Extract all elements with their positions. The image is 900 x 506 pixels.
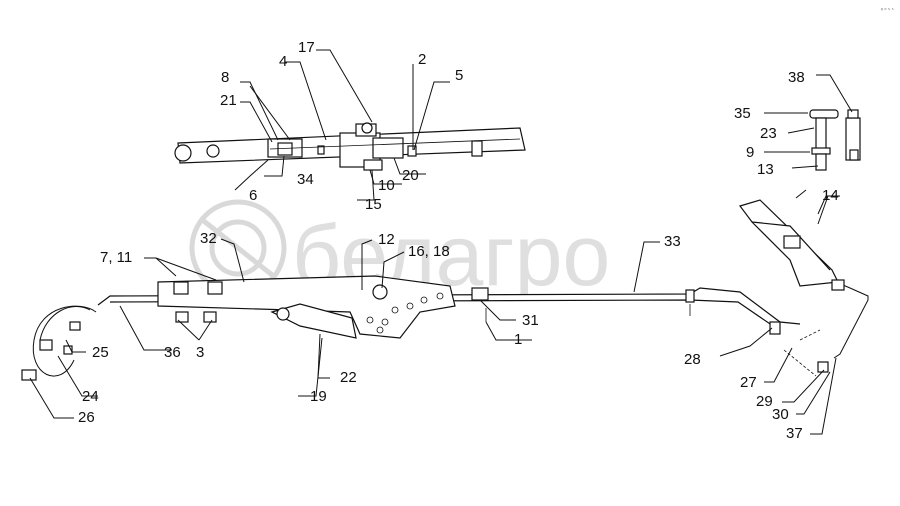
- callout-36: 36: [164, 344, 181, 361]
- callout-14: 14: [822, 187, 839, 204]
- callout-labels: 17 4 2 5 8 21 34 6 10 20 15 38 35 23 9 1…: [78, 39, 839, 442]
- callout-25: 25: [92, 344, 109, 361]
- callout-9: 9: [746, 144, 754, 161]
- callout-17: 17: [298, 39, 315, 56]
- callout-38: 38: [788, 69, 805, 86]
- callout-23: 23: [760, 125, 777, 142]
- upper-drawbar-detail: [174, 122, 526, 171]
- callout-4: 4: [279, 53, 287, 70]
- callout-27: 27: [740, 374, 757, 391]
- callout-13: 13: [757, 161, 774, 178]
- callout-30: 30: [772, 406, 789, 423]
- callout-32: 32: [200, 230, 217, 247]
- callout-3: 3: [196, 344, 204, 361]
- callout-5: 5: [455, 67, 463, 84]
- callout-19: 19: [310, 388, 327, 405]
- callout-28: 28: [684, 351, 701, 368]
- fitting-assembly: [795, 109, 861, 225]
- callout-24: 24: [82, 388, 99, 405]
- callout-8: 8: [221, 69, 229, 86]
- callout-15: 15: [365, 196, 382, 213]
- callout-31: 31: [522, 312, 539, 329]
- callout-1: 1: [514, 331, 522, 348]
- callout-21: 21: [220, 92, 237, 109]
- callout-26: 26: [78, 409, 95, 426]
- callout-22: 22: [340, 369, 357, 386]
- callout-7-11: 7, 11: [100, 249, 132, 266]
- callout-10: 10: [378, 177, 395, 194]
- callout-34: 34: [297, 171, 314, 188]
- callout-12: 12: [378, 231, 395, 248]
- main-assembly: [21, 199, 869, 381]
- callout-2: 2: [418, 51, 426, 68]
- callout-16-18: 16, 18: [408, 243, 450, 260]
- leader-lines: [29, 49, 853, 435]
- callout-37: 37: [786, 425, 803, 442]
- callout-33: 33: [664, 233, 681, 250]
- callout-20: 20: [402, 167, 419, 184]
- callout-35: 35: [734, 105, 751, 122]
- corner-code: ᵍᵒˢˢ: [880, 7, 894, 14]
- callout-29: 29: [756, 393, 773, 410]
- callout-6: 6: [249, 187, 257, 204]
